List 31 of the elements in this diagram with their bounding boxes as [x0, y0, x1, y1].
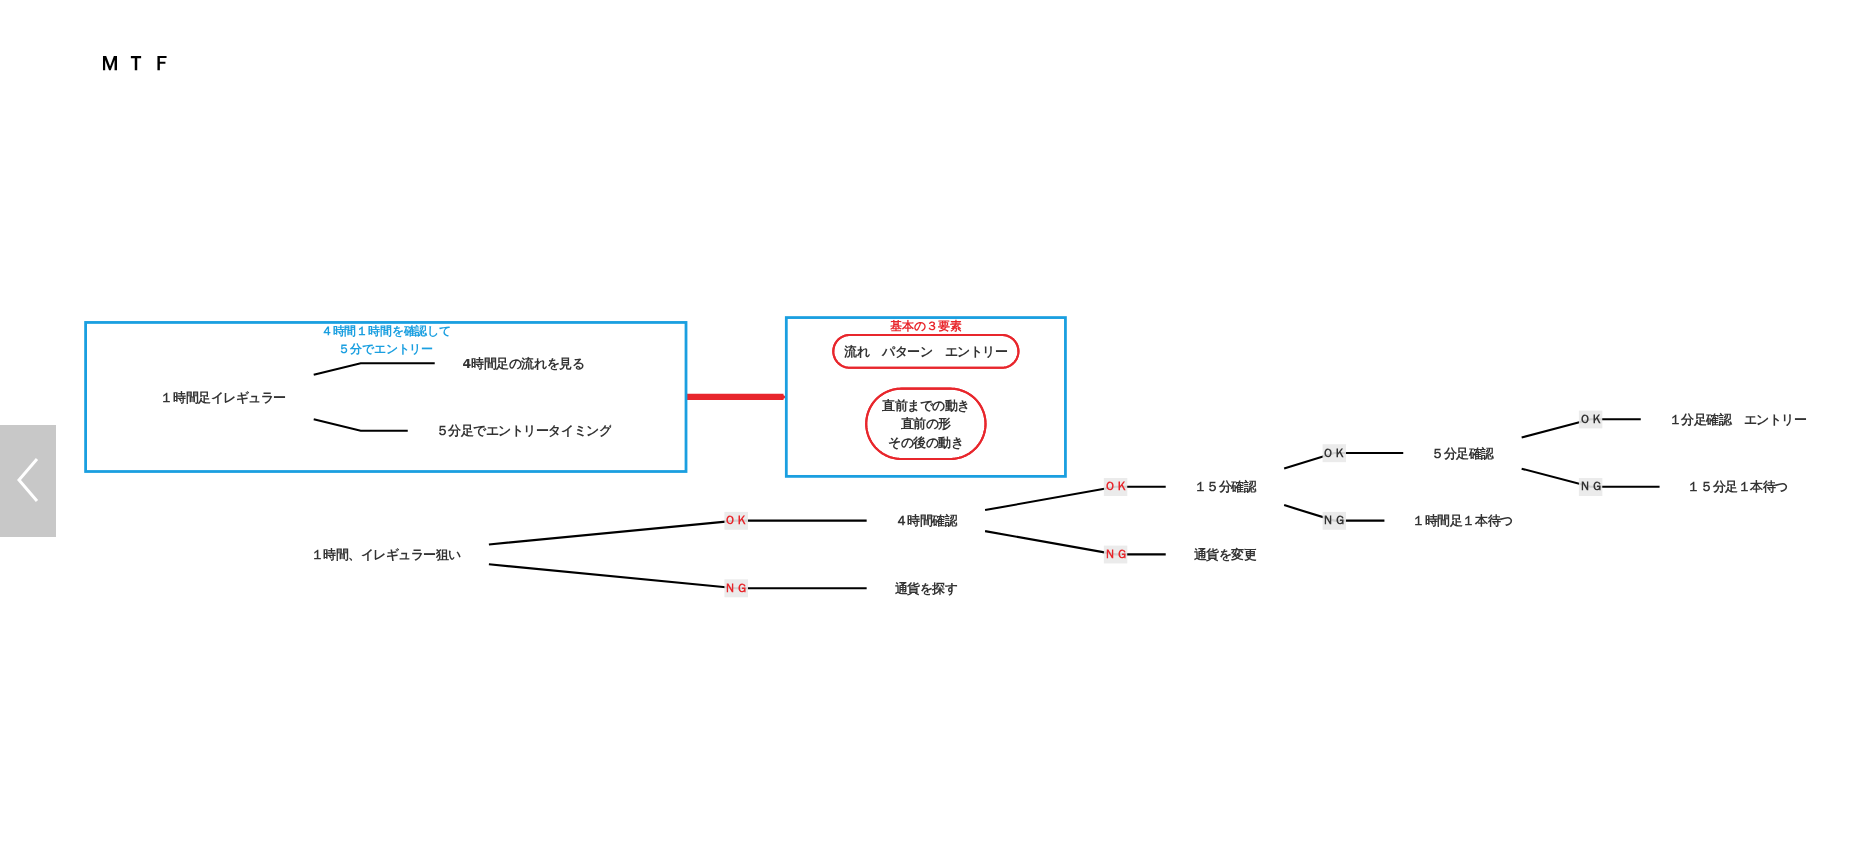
node-text: １分足確認 エントリー	[1668, 412, 1807, 428]
connector	[488, 563, 867, 590]
edge-label: ＮＧ	[1322, 513, 1347, 528]
edge-label: ＯＫ	[1578, 412, 1603, 427]
connector	[313, 362, 435, 377]
node-text: １時間足１本待つ	[1412, 513, 1513, 529]
edge-label: ＮＧ	[724, 581, 748, 596]
connector	[1521, 468, 1660, 489]
node-text: １５分確認	[1193, 479, 1257, 495]
connector	[1521, 418, 1641, 439]
node-text: 4時間足の流れを見る	[462, 356, 585, 371]
connector	[984, 530, 1166, 556]
node-text: ５分足確認	[1431, 446, 1494, 461]
edge-label: ＯＫ	[724, 513, 748, 528]
arrow	[686, 394, 787, 401]
node-text: ５分足でエントリータイミング	[435, 423, 612, 439]
node-text: １５分足１本待つ	[1687, 479, 1788, 495]
diagram-title: ＭＴＦ	[100, 50, 178, 77]
connector	[488, 520, 867, 546]
node-text: １時間足イレギュラー	[160, 390, 286, 405]
node-text: １時間、イレギュラー狙い	[310, 547, 462, 563]
edge-label: ＮＧ	[1103, 547, 1128, 562]
edge-label: ＮＧ	[1578, 479, 1603, 494]
edge-label: ＯＫ	[1103, 479, 1128, 494]
edge-label: ＯＫ	[1322, 446, 1347, 460]
connector	[1283, 452, 1404, 470]
node-text: 通貨を探す	[894, 581, 958, 596]
node-text: 通貨を変更	[1193, 547, 1257, 563]
node-text: ４時間確認	[894, 513, 958, 529]
connector	[313, 418, 408, 433]
connector	[984, 486, 1166, 512]
